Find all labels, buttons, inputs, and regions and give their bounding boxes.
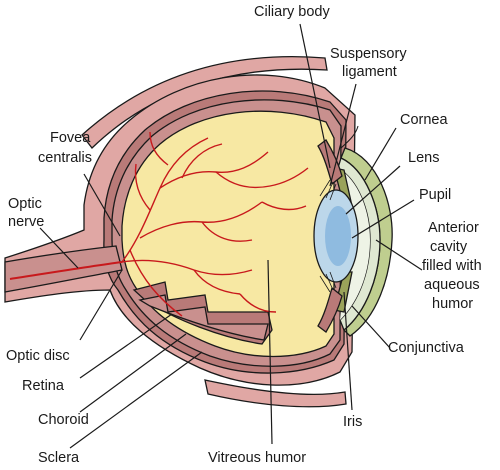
label-anterior-line2: cavity (430, 239, 468, 255)
label-choroid: Choroid (38, 412, 89, 428)
label-anterior-line1: Anterior (428, 220, 479, 236)
label-lens: Lens (408, 150, 439, 166)
label-fovea-line2: centralis (38, 150, 92, 166)
label-optic-disc: Optic disc (6, 348, 70, 364)
vitreous-humor (121, 110, 335, 358)
label-optic-nerve-line2: nerve (8, 214, 44, 230)
label-conjunctiva: Conjunctiva (388, 340, 465, 356)
label-optic-nerve-line1: Optic (8, 196, 42, 212)
lens-nucleus (325, 206, 351, 266)
leader-anterior (375, 239, 423, 271)
leader-conjunctiva (351, 305, 391, 349)
leader-iris (343, 291, 353, 411)
leader-cornea (364, 127, 397, 181)
inferior-muscle (204, 379, 347, 408)
label-anterior-line5: humor (432, 296, 473, 312)
label-cornea: Cornea (400, 112, 448, 128)
suspensory-fibers (319, 179, 337, 293)
label-suspensory-line2: ligament (342, 64, 397, 80)
leader-fovea (83, 173, 121, 237)
leader-optic-nerve (39, 227, 79, 269)
label-anterior-line4: aqueous (424, 277, 480, 293)
leader-choroid (79, 333, 187, 413)
ciliary-body-lower (317, 286, 343, 333)
labels: Ciliary body Suspensory ligament Cornea … (6, 4, 482, 466)
optic-nerve (4, 245, 123, 293)
leader-sclera (69, 351, 203, 449)
leader-lens (345, 165, 401, 215)
leader-optic-disc (79, 269, 123, 341)
anterior-segment (313, 125, 393, 337)
label-ciliary-body: Ciliary body (254, 4, 330, 20)
label-suspensory-line1: Suspensory (330, 46, 407, 62)
label-anterior-line3: filled with (422, 258, 482, 274)
central-vessel (9, 261, 123, 280)
leader-vitreous (267, 259, 273, 445)
leader-retina (79, 313, 173, 379)
leader-pupil (351, 199, 415, 239)
retina-cutaway-inner (138, 294, 269, 341)
leader-lines (39, 23, 423, 449)
label-fovea-line1: Fovea (50, 130, 91, 146)
leader-ciliary-body (299, 23, 331, 169)
label-vitreous: Vitreous humor (208, 450, 306, 466)
label-iris: Iris (343, 414, 362, 430)
leader-suspensory (329, 83, 357, 187)
label-pupil: Pupil (419, 187, 451, 203)
label-retina: Retina (22, 378, 65, 394)
label-sclera: Sclera (38, 450, 80, 466)
retinal-vessels (121, 131, 309, 317)
eyelid-edge (340, 125, 359, 149)
